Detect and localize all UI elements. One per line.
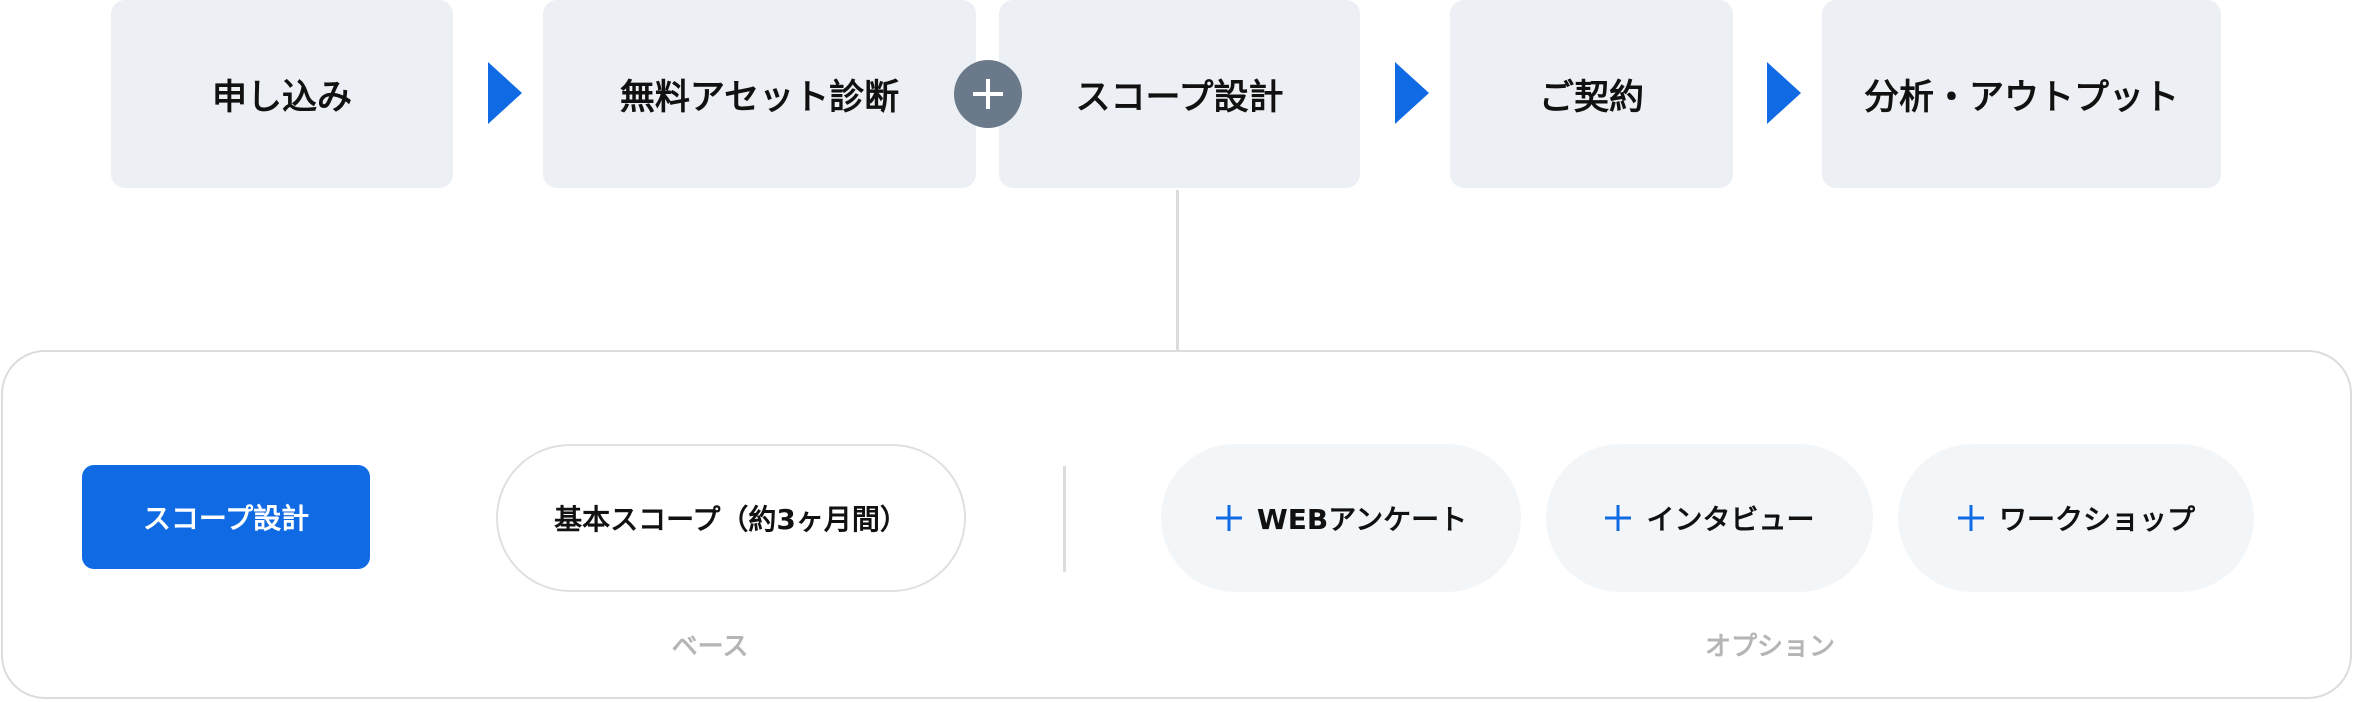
connector-line — [1176, 190, 1179, 350]
option-label: ワークショップ — [1998, 503, 2195, 536]
divider — [1063, 466, 1066, 572]
step-label: ご契約 — [1538, 77, 1644, 118]
step-label: 申し込み — [211, 77, 352, 118]
arrow-right-icon — [1767, 62, 1801, 124]
step-application: 申し込み — [111, 0, 453, 188]
arrow-right-icon — [1395, 62, 1429, 124]
scope-design-label: スコープ設計 — [142, 502, 310, 535]
plus-icon — [1957, 504, 1985, 532]
scope-design-badge: スコープ設計 — [82, 465, 370, 569]
step-analysis-output: 分析・アウトプット — [1822, 0, 2221, 188]
step-scope-design: スコープ設計 — [999, 0, 1360, 188]
arrow-right-icon — [488, 62, 522, 124]
option-interview: インタビュー — [1546, 444, 1873, 592]
step-label: 分析・アウトプット — [1863, 77, 2179, 118]
options-caption: オプション — [1704, 632, 1835, 662]
option-workshop: ワークショップ — [1898, 444, 2254, 592]
option-label: WEBアンケート — [1256, 503, 1468, 536]
base-scope-pill: 基本スコープ（約3ヶ月間） — [496, 444, 966, 592]
step-contract: ご契約 — [1450, 0, 1733, 188]
base-scope-label: 基本スコープ（約3ヶ月間） — [554, 503, 908, 536]
plus-icon — [1604, 504, 1632, 532]
option-web-survey: WEBアンケート — [1161, 444, 1521, 592]
step-label: 無料アセット診断 — [619, 77, 900, 118]
option-label: インタビュー — [1646, 503, 1815, 536]
step-label: スコープ設計 — [1075, 77, 1284, 118]
plus-circle-icon — [954, 60, 1022, 128]
step-free-asset-diagnosis: 無料アセット診断 — [543, 0, 976, 188]
base-caption: ベース — [671, 632, 749, 662]
plus-icon — [1215, 504, 1243, 532]
